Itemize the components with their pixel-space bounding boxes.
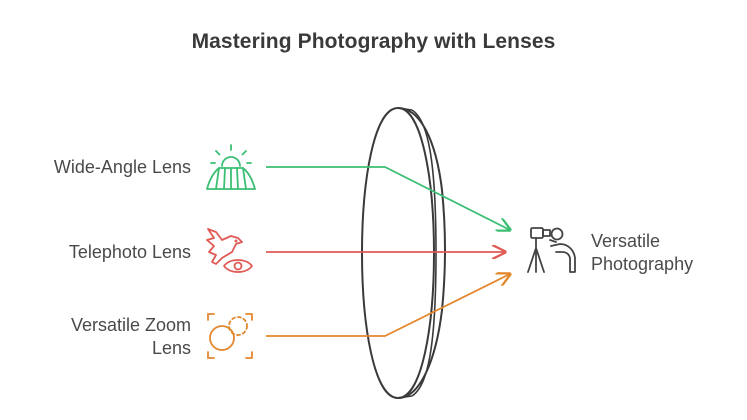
zoom-focus-icon (207, 313, 253, 359)
bird-eye-icon (206, 228, 253, 273)
output-label: Versatile Photography (591, 231, 694, 274)
lens-icon (361, 106, 446, 400)
photographer-tripod-icon (527, 227, 576, 273)
page-title: Mastering Photography with Lenses (191, 30, 556, 53)
input-label-wide-angle: Wide-Angle Lens (53, 157, 191, 177)
input-label-telephoto: Telephoto Lens (68, 242, 191, 262)
landscape-sun-icon (206, 144, 256, 190)
wide-angle-connector (266, 166, 510, 230)
input-label-zoom: Versatile Zoom Lens (70, 315, 191, 358)
zoom-connector (266, 274, 510, 337)
